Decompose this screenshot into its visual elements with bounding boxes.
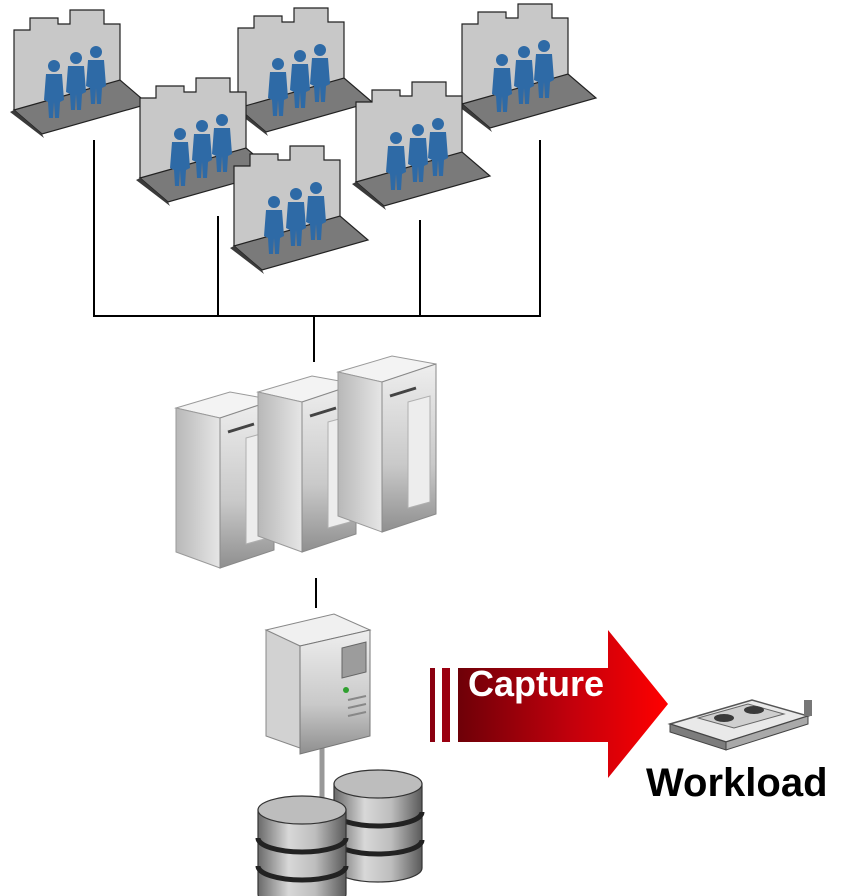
tower-server-icon — [336, 354, 438, 534]
workload-tape-icon — [667, 699, 812, 751]
workload-label: Workload — [646, 761, 828, 805]
arrow-right-icon — [430, 630, 668, 778]
app-servers — [174, 354, 438, 570]
database-disk-icon — [258, 796, 346, 896]
people-group-icon — [230, 146, 368, 274]
people-group-icon — [10, 10, 148, 138]
storage — [258, 770, 422, 896]
database-disk-icon — [334, 770, 422, 882]
people-group-icon — [458, 4, 596, 132]
client-groups — [10, 4, 596, 274]
people-group-icon — [234, 8, 372, 136]
network-lines — [93, 140, 541, 800]
capture-label: Capture — [468, 663, 605, 704]
database-server-icon — [264, 613, 372, 755]
